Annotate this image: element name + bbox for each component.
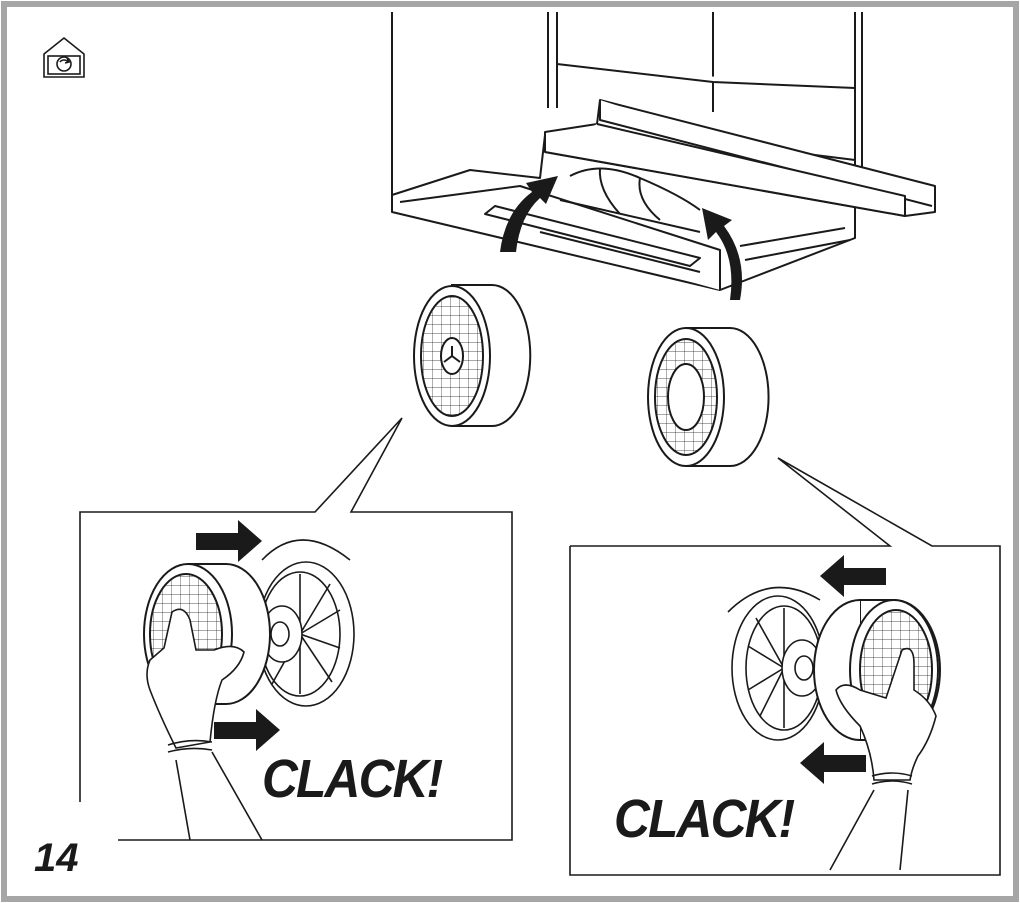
arrow-up-curved-icon: [702, 208, 742, 300]
detail-box-right: [569, 457, 1001, 876]
fan-wheel: [257, 539, 355, 707]
arrow-right-icon: [214, 709, 280, 751]
detail-box-left: [79, 417, 513, 841]
arrow-left-icon: [800, 742, 866, 784]
carbon-filter-icon: [413, 284, 532, 427]
cooker-hood-icon: [391, 12, 936, 291]
step-number: 14: [34, 836, 79, 880]
recirculation-mode-icon: [43, 36, 85, 78]
hand-icon: [146, 608, 263, 841]
clack-label-left: CLACK!: [262, 749, 443, 809]
arrow-up-curved-icon: [500, 176, 558, 252]
fan-wheel: [727, 586, 825, 741]
hand-icon: [829, 647, 937, 871]
carbon-filter-icon: [647, 327, 770, 467]
arrow-right-icon: [196, 520, 262, 562]
clack-label-right: CLACK!: [614, 789, 795, 849]
arrow-left-icon: [820, 555, 886, 597]
